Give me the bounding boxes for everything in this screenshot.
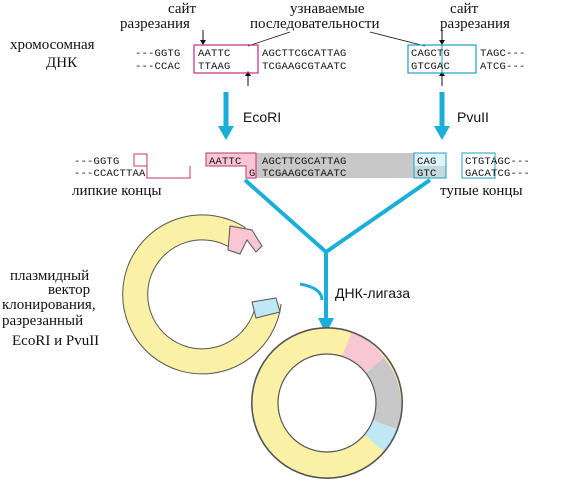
label-plasmid-5: EcoRI и PvuII (12, 333, 99, 349)
bottom-strand: ---CCAC TTAAG TCGAAGCGTAATC GTCGAC ATCG-… (135, 61, 526, 73)
recombinant-blunt-join (363, 419, 398, 452)
insert-top-sticky: AATTC (209, 156, 242, 168)
bottom-pvuii-site: GTCGAC (411, 61, 450, 73)
top-pvuii-site: CAGCTG (411, 48, 450, 60)
bottom-ecori-site: TTAAG (198, 61, 231, 73)
insert-top: AATTC AGCTTCGCATTAG CAG (209, 156, 437, 168)
pvuii-arrow-head (434, 126, 450, 140)
ligase-arrow-head (318, 318, 334, 334)
label-plasmid-4: разрезанный (2, 313, 83, 329)
insert-bottom-blunt: GTC (417, 168, 437, 180)
bottom-left-flank: ---CCAC (135, 61, 181, 73)
top-ecori-site: AATTC (198, 48, 231, 60)
cut-arrowhead-top-left (200, 40, 206, 45)
pointer-recognized-right (369, 31, 426, 47)
insert-bottom: G TCGAAGCGTAATC GTC (249, 168, 437, 180)
label-ecori: EcoRI (243, 109, 281, 125)
ecori-arrow-head (218, 126, 234, 140)
recombinant-sticky-join (341, 332, 385, 374)
insert-bottom-mid: TCGAAGCGTAATC (262, 168, 347, 180)
top-strand: ---GGTG AATTC AGCTTCGCATTAG CAGCTG TAGC-… (135, 48, 526, 60)
label-site-left: сайт (168, 1, 197, 17)
cut-left-top: ---GGTG (74, 156, 120, 168)
pointer-recognized-left (247, 31, 291, 47)
recombinant-insert (363, 357, 402, 430)
insert-top-mid: AGCTTCGCATTAG (262, 156, 347, 168)
plasmid-sticky-end (227, 225, 263, 255)
label-recognized-1: узнаваемые (290, 1, 365, 17)
recombinant-outer-ring (251, 327, 403, 479)
open-plasmid (123, 215, 281, 374)
label-site-right-2: разрезания (440, 16, 510, 32)
label-chromosomal: хромосомная (10, 37, 95, 53)
left-sticky-box (146, 166, 191, 179)
merge-lines (243, 178, 432, 255)
top-left-flank: ---GGTG (135, 48, 181, 60)
insert-sticky-end (205, 152, 257, 179)
cut-arrowhead-top-right (439, 40, 445, 45)
cut-right-top: CTGTAGC--- (465, 156, 530, 168)
left-stub-box (133, 153, 148, 167)
label-chromosomal-2: ДНК (46, 55, 78, 71)
label-sticky-ends: липкие концы (72, 183, 161, 199)
insert-top-blunt: CAG (417, 156, 437, 168)
label-site-left-2: разрезания (120, 16, 190, 32)
ecori-box (193, 44, 259, 74)
insert-blunt-end (413, 152, 447, 179)
bottom-middle: TCGAAGCGTAATC (262, 61, 347, 73)
top-right-flank: TAGC--- (480, 48, 526, 60)
bottom-right-flank: ATCG--- (480, 61, 526, 73)
recombinant-inner-ring (277, 353, 377, 453)
right-stub-box (461, 152, 496, 179)
label-ligase: ДНК-лигаза (335, 285, 410, 301)
label-pvuii: PvuII (457, 109, 489, 125)
ligase-hook (299, 282, 324, 301)
plasmid-blunt-end (251, 297, 281, 319)
cut-left-bottom: ---CCACTTAA (74, 168, 146, 180)
insert-bottom-sticky: G (249, 168, 256, 180)
insert-fragment-fill (206, 153, 446, 178)
label-plasmid-1: плазмидный (10, 268, 89, 284)
label-recognized-2: последовательности (250, 16, 379, 32)
label-site-right: сайт (450, 1, 479, 17)
cut-right-bottom: GACATCG--- (465, 168, 530, 180)
label-plasmid-2: вектор (48, 282, 90, 298)
top-middle: AGCTTCGCATTAG (262, 48, 347, 60)
label-plasmid-3: клонирования, (2, 297, 96, 313)
label-blunt-ends: тупые концы (440, 183, 523, 199)
